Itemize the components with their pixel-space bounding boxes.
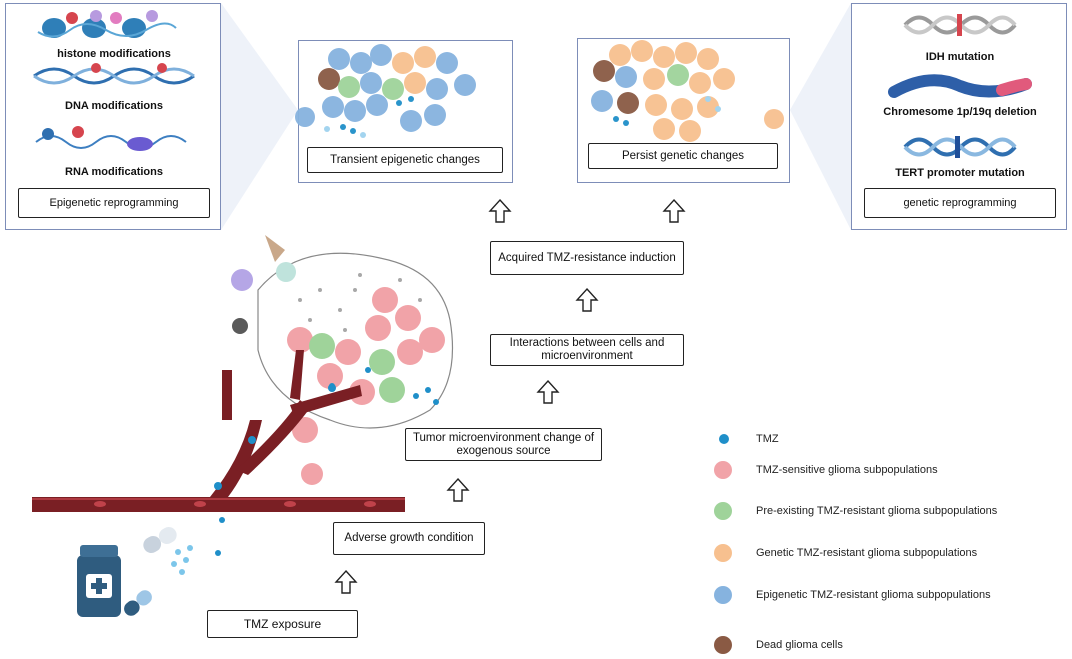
chromosome-icon [888,74,1032,98]
arrow-up-icon [537,380,559,404]
arrow-up-icon [576,288,598,312]
tmz-legend-marker [719,434,729,444]
epigenetic-panel: histone modifications DNA modifications … [5,3,221,230]
chromosome-label: Chromesome 1p/19q deletion [883,106,1037,118]
genetic-legend-marker [714,544,732,562]
genetic-cell-cluster [591,40,784,142]
medicine-bottle-icon [77,555,121,617]
legend-label-epigenetic: Epigenetic TMZ-resistant glioma subpopul… [756,589,991,601]
sensitive-legend-marker [714,461,732,479]
genetic-cells-panel: Persist genetic changes [577,38,790,183]
preexisting-legend-marker [714,502,732,520]
arrow-up-icon [447,478,469,502]
legend-label-sensitive: TMZ-sensitive glioma subpopulations [756,464,938,476]
arrow-up-icon [335,570,357,594]
interactions-box: Interactions between cells and microenvi… [490,334,684,366]
epigenetic-cell-cluster [295,44,476,138]
histone-icon [37,10,177,38]
epigenetic-reprogramming-box: Epigenetic reprogramming [18,188,210,218]
legend-label-preexisting: Pre-existing TMZ-resistant glioma subpop… [756,505,998,517]
rna-label: RNA modifications [65,166,163,178]
arrow-up-icon [489,199,511,223]
epigenetic-cells-panel: Transient epigenetic changes [295,40,513,183]
legend-label-tmz: TMZ [756,433,779,445]
histone-label: histone modifications [57,48,171,60]
dead-legend-marker [714,636,732,654]
legend: TMZ TMZ-sensitive glioma subpopulations … [700,420,1060,659]
persist-genetic-box: Persist genetic changes [588,143,778,169]
dna-mutation-icon [903,14,1017,36]
arrow-up-icon [663,199,685,223]
adverse-growth-box: Adverse growth condition [333,522,485,555]
epigenetic-legend-marker [714,586,732,604]
acquired-resistance-box: Acquired TMZ-resistance induction [490,241,684,275]
dna-icon [33,63,195,85]
tmz-exposure-box: TMZ exposure [207,610,358,638]
genetic-reprogramming-box: genetic reprogramming [864,188,1056,218]
tert-label: TERT promoter mutation [895,167,1025,179]
legend-markers [714,434,732,654]
genetic-panel: IDH mutation Chromesome 1p/19q deletion … [851,3,1067,230]
legend-label-genetic: Genetic TMZ-resistant glioma subpopulati… [756,547,978,559]
idh-label: IDH mutation [925,51,995,63]
legend-label-dead: Dead glioma cells [756,639,843,651]
tumor-microenvironment-box: Tumor microenvironment change of exogeno… [405,428,602,461]
transient-epigenetic-box: Transient epigenetic changes [307,147,503,173]
rna-icon [35,126,187,151]
dna-label: DNA modifications [65,100,163,112]
tert-icon [903,136,1017,158]
